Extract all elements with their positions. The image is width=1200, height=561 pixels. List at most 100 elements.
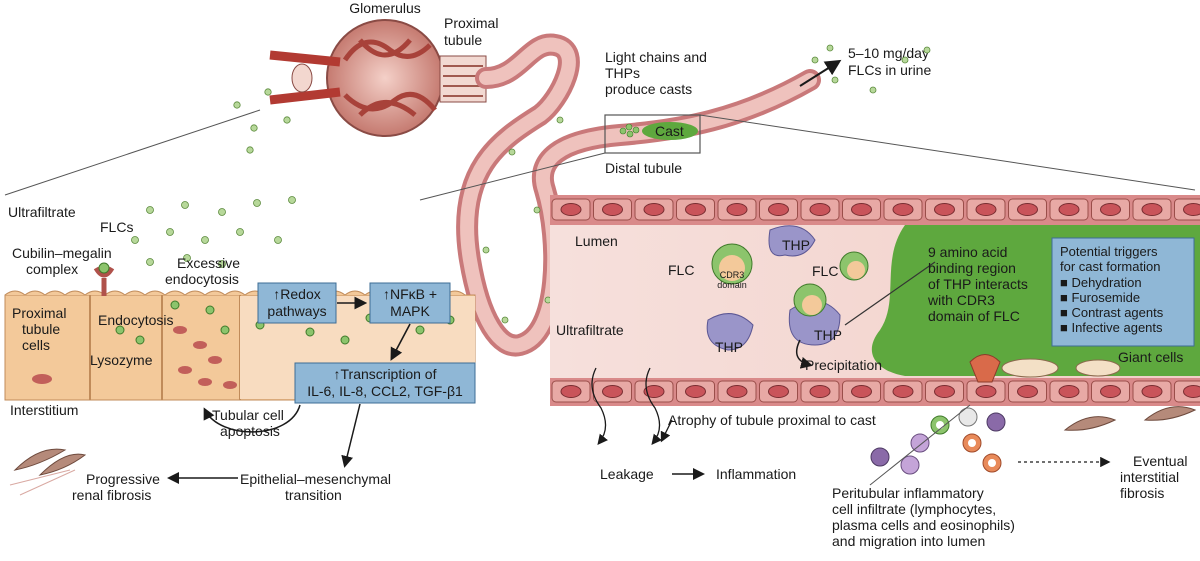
cell-nucleus xyxy=(810,204,830,216)
atrophy-label: Atrophy of tubule proximal to cast xyxy=(668,412,876,428)
ultrafiltrate-right-label: Ultrafiltrate xyxy=(556,322,624,338)
flc-label-1: FLC xyxy=(668,262,694,278)
lumen-label: Lumen xyxy=(575,233,618,249)
fibrosis-label-1: Progressive xyxy=(86,471,160,487)
cell-nucleus xyxy=(976,386,996,398)
leakage-label: Leakage xyxy=(600,466,654,482)
flcs-label: FLCs xyxy=(100,219,133,235)
inflammatory-cells xyxy=(871,408,1005,474)
epithelial-cells-top xyxy=(552,199,1200,220)
emt-label-1: Epithelial–mesenchymal xyxy=(240,471,391,487)
excessive-label-1: Excessive xyxy=(177,255,240,271)
glomerulus-label: Glomerulus xyxy=(349,0,421,16)
cell-nucleus xyxy=(603,204,623,216)
cell-nucleus xyxy=(935,204,955,216)
cell-nucleus xyxy=(1018,204,1038,216)
apoptosis-label-1: Tubular cell xyxy=(212,407,284,423)
cell-nucleus xyxy=(893,204,913,216)
excessive-label-2: endocytosis xyxy=(165,271,239,287)
infiltrate-label-3: plasma cells and eosinophils) xyxy=(832,517,1015,533)
flc-label-2: FLC xyxy=(812,263,838,279)
cell-nucleus xyxy=(686,204,706,216)
binding-label-1: 9 amino acid xyxy=(928,244,1007,260)
proximal-tubule-label-1: Proximal xyxy=(444,15,498,31)
cell-nucleus xyxy=(561,204,581,216)
cell-nucleus xyxy=(769,386,789,398)
emt-label-2: transition xyxy=(285,487,342,503)
cubilin-label-2: complex xyxy=(26,261,78,277)
cell-nucleus xyxy=(1142,204,1162,216)
cell-nucleus xyxy=(893,386,913,398)
thp-label-2: THP xyxy=(715,339,743,355)
prox-cells-label-2: tubule xyxy=(22,321,60,337)
inflammation-label: Inflammation xyxy=(716,466,796,482)
thp-label-1: THP xyxy=(782,237,810,253)
emt-arrow xyxy=(345,404,360,465)
vessel-opening xyxy=(292,64,312,92)
nfkb-label-2: MAPK xyxy=(390,303,430,319)
redox-box: ↑Redox pathways xyxy=(258,283,336,323)
cell-nucleus xyxy=(935,386,955,398)
cell-nucleus xyxy=(727,386,747,398)
cell-nucleus xyxy=(1184,204,1200,216)
cell-nucleus xyxy=(686,386,706,398)
transcription-label-1: ↑Transcription of xyxy=(334,366,437,382)
cell-nucleus xyxy=(976,204,996,216)
fibrosis-label-2: renal fibrosis xyxy=(72,487,151,503)
prox-cells-label-3: cells xyxy=(22,337,50,353)
cell-nucleus xyxy=(1101,204,1121,216)
cell-nucleus xyxy=(1142,386,1162,398)
prox-cells-label-1: Proximal xyxy=(12,305,66,321)
light-chains-label-3: produce casts xyxy=(605,81,692,97)
binding-label-3: of THP interacts xyxy=(928,276,1028,292)
cell-nucleus xyxy=(1101,386,1121,398)
cell-nucleus xyxy=(644,204,664,216)
light-chains-label-1: Light chains and xyxy=(605,49,707,65)
precipitation-label: Precipitation xyxy=(805,357,882,373)
cdr3-label-2: domain xyxy=(717,280,747,290)
lysozyme-label: Lysozyme xyxy=(90,352,153,368)
cell-nucleus xyxy=(852,204,872,216)
binding-label-4: with CDR3 xyxy=(927,292,995,308)
cell-nucleus xyxy=(1059,386,1079,398)
cell-nucleus xyxy=(727,204,747,216)
infiltrate-label-1: Peritubular inflammatory xyxy=(832,485,984,501)
urine-label-1: 5–10 mg/day xyxy=(848,45,929,61)
cast-label: Cast xyxy=(655,123,684,139)
eventual-label-3: fibrosis xyxy=(1120,485,1164,501)
eventual-label-2: interstitial xyxy=(1120,469,1179,485)
giant-cells-label: Giant cells xyxy=(1118,349,1183,365)
apoptosis-label-2: apoptosis xyxy=(220,423,280,439)
trigger-item: ■ Furosemide xyxy=(1060,290,1140,305)
distal-tubule-label: Distal tubule xyxy=(605,160,682,176)
trigger-item: ■ Contrast agents xyxy=(1060,305,1164,320)
nfkb-box: ↑NFκB + MAPK xyxy=(370,283,450,323)
cell-nucleus xyxy=(561,386,581,398)
urine-label-2: FLCs in urine xyxy=(848,62,931,78)
transcription-box: ↑Transcription of IL-6, IL-8, CCL2, TGF-… xyxy=(295,363,475,403)
cell-nucleus xyxy=(769,204,789,216)
fibroblast-right xyxy=(1065,407,1195,431)
nfkb-label-1: ↑NFκB + xyxy=(383,286,437,302)
redox-label-2: pathways xyxy=(267,303,326,319)
cell-nucleus xyxy=(810,386,830,398)
endocytosis-label: Endocytosis xyxy=(98,312,173,328)
triggers-label-2: for cast formation xyxy=(1060,259,1160,274)
cell-nucleus xyxy=(1184,386,1200,398)
cell-nucleus xyxy=(1059,204,1079,216)
light-chains-label-2: THPs xyxy=(605,65,640,81)
trigger-item: ■ Dehydration xyxy=(1060,275,1142,290)
glomerulus-capsule xyxy=(327,20,443,136)
infiltrate-label-2: cell infiltrate (lymphocytes, xyxy=(832,501,996,517)
triggers-label-1: Potential triggers xyxy=(1060,244,1158,259)
thp-label-3: THP xyxy=(814,327,842,343)
cell-nucleus xyxy=(603,386,623,398)
proximal-tubule-label-2: tubule xyxy=(444,32,482,48)
ultrafiltrate-left-label: Ultrafiltrate xyxy=(8,204,76,220)
cell-nucleus xyxy=(852,386,872,398)
transcription-label-2: IL-6, IL-8, CCL2, TGF-β1 xyxy=(307,383,463,399)
eventual-label-1: Eventual xyxy=(1133,453,1187,469)
cubilin-label-1: Cubilin–megalin xyxy=(12,245,112,261)
